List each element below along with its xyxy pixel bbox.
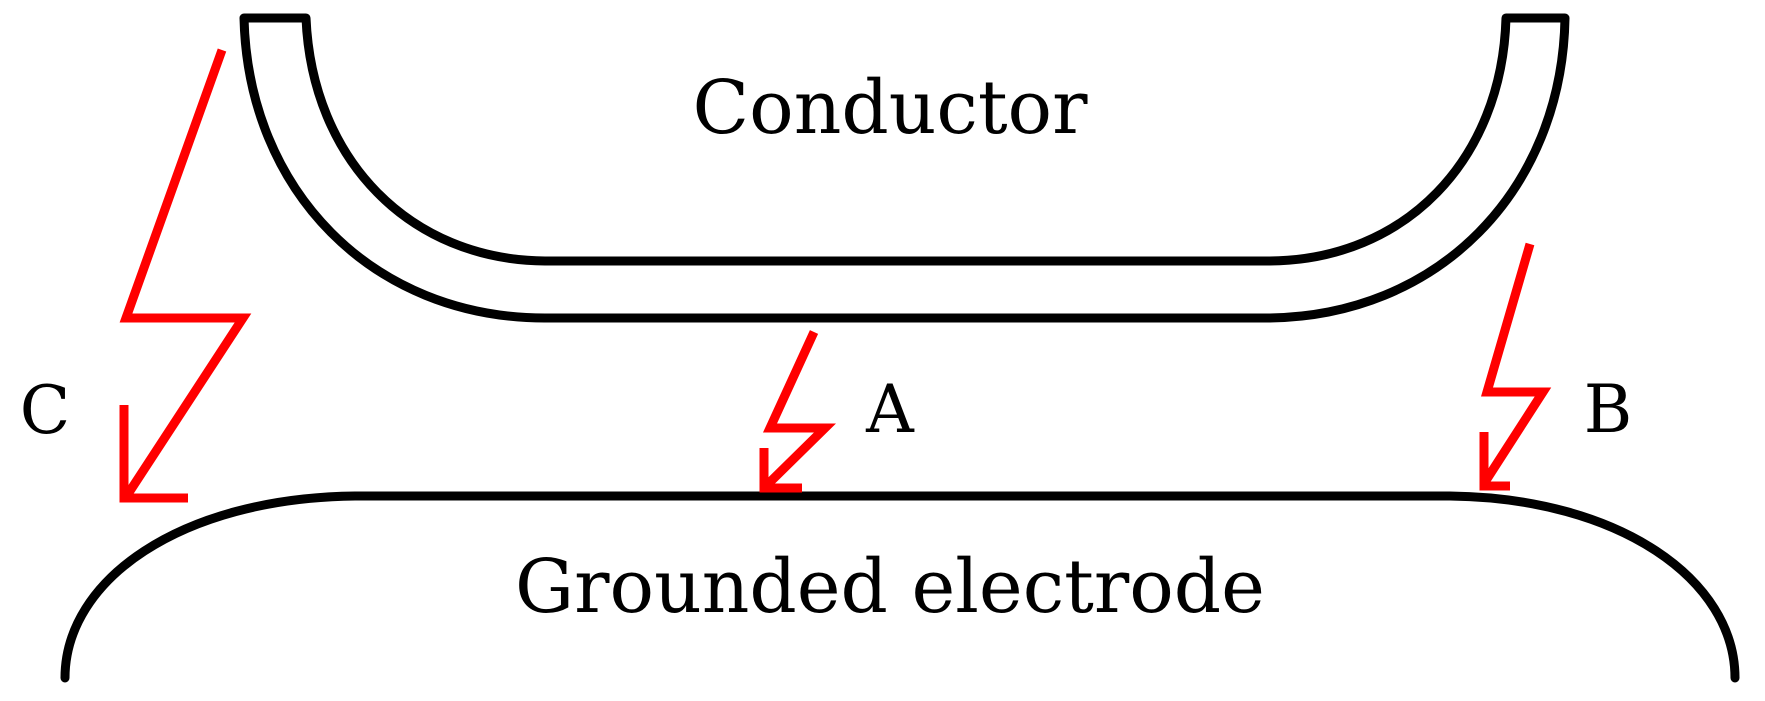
discharge-path-a [759,330,836,493]
lightning-bolt-arrow-icon [119,48,252,497]
grounded-electrode-shape [60,491,1740,683]
lightning-bolt-arrow-icon [1481,242,1552,485]
grounded-electrode-label: Grounded electrode [515,544,1265,630]
lightning-bolt-arrow-icon [762,330,836,490]
arrowhead-icon [119,405,188,503]
path-a-label: A [865,371,915,448]
discharge-path-c [119,48,252,503]
arrowhead-icon [759,448,802,493]
path-c-label: C [20,372,71,449]
path-b-label: B [1584,371,1633,448]
conductor-shape [239,13,1570,323]
conductor-label: Conductor [693,65,1089,151]
discharge-path-b [1479,242,1552,491]
arrowhead-icon [1479,432,1510,491]
